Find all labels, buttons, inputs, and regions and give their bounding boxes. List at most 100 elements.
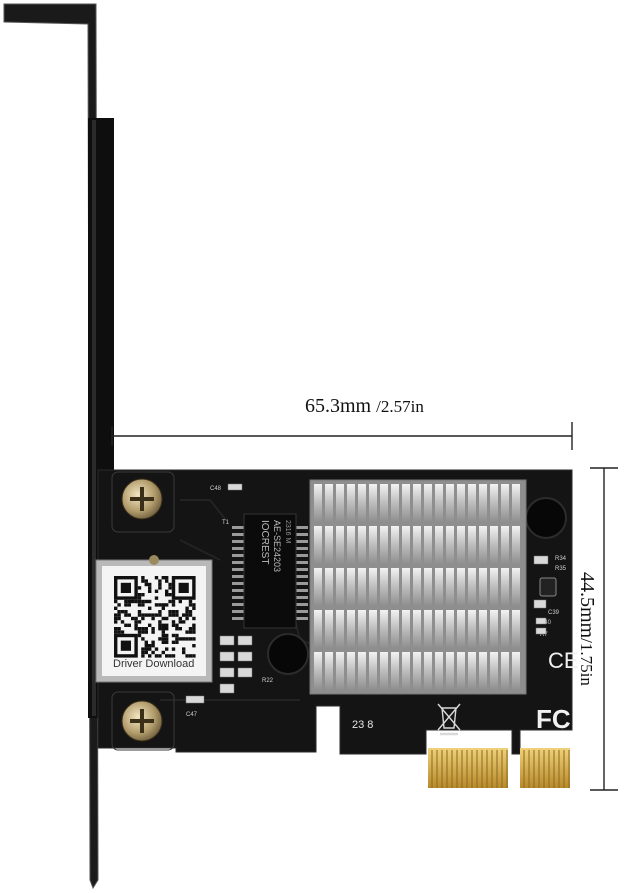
heatsink-fin: [512, 568, 520, 606]
qr-module: [144, 630, 148, 634]
heatsink-fin: [424, 568, 432, 606]
qr-module: [161, 576, 165, 580]
qr-module: [188, 599, 193, 604]
height-dimension-line: [590, 467, 618, 791]
chip-pin: [232, 589, 244, 592]
qr-module: [192, 644, 196, 648]
qr-module: [144, 599, 148, 604]
qr-module: [114, 616, 118, 621]
qr-module: [127, 613, 131, 617]
label-c39: C39: [548, 610, 560, 616]
qr-module: [154, 589, 159, 593]
qr-module: [188, 637, 193, 641]
qr-module: [141, 579, 145, 583]
chip-pin: [232, 561, 244, 564]
heatsink-fin: [424, 652, 432, 690]
qr-module: [168, 593, 172, 597]
heatsink-fin: [358, 568, 366, 606]
qr-module: [171, 599, 176, 604]
qr-module: [134, 599, 138, 604]
qr-module: [165, 576, 169, 580]
chip-pin: [232, 547, 244, 550]
qr-module: [161, 616, 165, 621]
qr-module: [161, 630, 165, 634]
qr-module: [161, 627, 165, 631]
qr-module: [192, 630, 196, 634]
qr-module: [171, 610, 176, 614]
date-code: 23 8: [352, 719, 373, 731]
heatsink-fin: [369, 568, 377, 606]
qr-module: [131, 616, 135, 621]
heatsink-fin: [358, 652, 366, 690]
qr-caption: Driver Download: [113, 658, 194, 670]
qr-module: [148, 606, 152, 610]
qr-module: [175, 610, 179, 614]
qr-module: [188, 603, 193, 607]
qr-module: [168, 599, 172, 604]
qr-module: [171, 613, 176, 617]
qr-module: [137, 620, 142, 624]
label-r7: R7: [540, 632, 548, 638]
qr-module: [141, 593, 145, 597]
qr-module: [114, 620, 118, 624]
heatsink-fin: [314, 652, 322, 690]
heatsink-fin: [446, 526, 454, 564]
qr-module: [141, 613, 145, 617]
heatsink-fin: [402, 484, 410, 522]
qr-module: [137, 599, 142, 604]
heatsink-fin: [380, 610, 388, 648]
qr-module: [168, 654, 172, 658]
width-dimension-line: [111, 422, 573, 450]
qr-module: [165, 589, 169, 593]
qr-module: [178, 637, 182, 641]
qr-module: [171, 620, 176, 624]
qr-module: [141, 599, 145, 604]
qr-module: [131, 599, 135, 604]
heatsink-fin: [391, 652, 399, 690]
qr-module: [120, 620, 125, 624]
qr-module: [120, 630, 125, 634]
qr-module: [151, 650, 155, 655]
qr-module: [178, 599, 182, 604]
qr-module: [192, 616, 196, 621]
heatsink-fin: [501, 610, 509, 648]
qr-module: [158, 586, 162, 590]
qr-module: [144, 582, 148, 587]
chip-pin: [232, 575, 244, 578]
qr-module: [117, 613, 121, 617]
qr-module: [178, 616, 182, 621]
fc-mark: FC: [536, 704, 571, 734]
qr-module: [141, 616, 145, 621]
chip-pin: [296, 540, 308, 543]
qr-finder-center: [178, 582, 189, 593]
heatsink-fin: [435, 484, 443, 522]
qr-module: [151, 627, 155, 631]
chip-pin: [296, 547, 308, 550]
qr-module: [192, 627, 196, 631]
qr-module: [185, 654, 189, 658]
heatsink-fin: [413, 484, 421, 522]
qr-module: [141, 627, 145, 631]
heatsink-fin: [457, 568, 465, 606]
height-in: /1.75in: [577, 638, 596, 686]
height-mm: 44.5mm: [576, 572, 598, 639]
heatsink-fin: [512, 652, 520, 690]
chip-pin: [296, 603, 308, 606]
qr-module: [165, 593, 169, 597]
label-r35: R35: [555, 566, 567, 572]
heatsink-fin: [369, 526, 377, 564]
qr-module: [158, 620, 162, 624]
qr-module: [141, 637, 145, 641]
qr-module: [175, 640, 179, 644]
qr-module: [137, 613, 142, 617]
qr-module: [165, 633, 169, 638]
heatsink-fin: [413, 568, 421, 606]
heatsink-fin: [435, 610, 443, 648]
qr-module: [120, 610, 125, 614]
heatsink-fin: [402, 568, 410, 606]
qr-module: [158, 637, 162, 641]
chip-pin: [232, 533, 244, 536]
heatsink-fin: [457, 484, 465, 522]
heatsink-fin: [358, 610, 366, 648]
heatsink-fin: [446, 652, 454, 690]
